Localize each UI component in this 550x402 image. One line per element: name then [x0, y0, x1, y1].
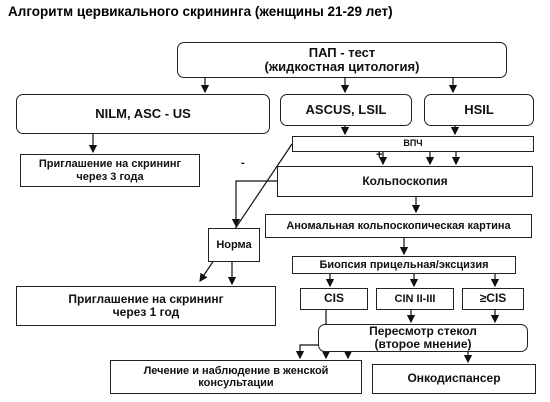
- nilm-label: NILM, ASC - US: [95, 105, 191, 121]
- colposcopy-label: Кольпоскопия: [362, 173, 448, 188]
- treatment-box: Лечение и наблюдение в женской консульта…: [110, 360, 362, 394]
- hsil-label: HSIL: [464, 101, 494, 117]
- pap-test-line1: ПАП - тест: [308, 44, 376, 60]
- vpch-label: ВПЧ: [403, 138, 423, 149]
- invite-1-line2: через 1 год: [112, 305, 180, 319]
- invite-3-years-box: Приглашение на скрининг через 3 года: [20, 154, 200, 187]
- biopsy-label: Биопсия прицельная/эксцизия: [319, 258, 489, 271]
- cis-label: CIS: [323, 291, 344, 306]
- arrow-review-treat: [295, 344, 318, 360]
- pap-test-line2: (жидкостная цитология): [264, 59, 420, 74]
- colposcopy-box: Кольпоскопия: [277, 166, 533, 197]
- anomal-box: Аномальная кольпоскопическая картина: [265, 214, 532, 238]
- review-box: Пересмотр стекол (второе мнение): [318, 324, 528, 352]
- cis-box: CIS: [300, 288, 368, 310]
- ascus-lsil-label: ASCUS, LSIL: [305, 101, 387, 117]
- arrow-colpo-norma: [231, 180, 277, 228]
- gecis-box: ≥CIS: [462, 288, 524, 310]
- onco-label: Онкодиспансер: [407, 371, 501, 386]
- cin-label: CIN II-III: [394, 292, 436, 305]
- nilm-box: NILM, ASC - US: [16, 94, 270, 134]
- review-line1: Пересмотр стекол: [369, 323, 477, 338]
- norma-label: Норма: [216, 238, 252, 251]
- invite-1-line1: Приглашение на скрининг: [68, 291, 224, 306]
- pap-test-box: ПАП - тест (жидкостная цитология): [177, 42, 507, 78]
- invite-1-year-box: Приглашение на скрининг через 1 год: [16, 286, 276, 326]
- invite-3-line1: Приглашение на скрининг: [38, 158, 182, 171]
- invite-3-line2: через 3 года: [76, 170, 144, 183]
- vpch-box: ВПЧ: [292, 136, 534, 152]
- treatment-line1: Лечение и наблюдение в женской: [143, 364, 329, 377]
- cin-box: CIN II-III: [376, 288, 454, 310]
- gecis-label: ≥CIS: [479, 291, 507, 306]
- ascus-lsil-box: ASCUS, LSIL: [280, 94, 412, 126]
- biopsy-box: Биопсия прицельная/эксцизия: [292, 256, 516, 274]
- review-line2: (второе мнение): [374, 337, 472, 351]
- anomal-label: Аномальная кольпоскопическая картина: [286, 219, 511, 232]
- norma-box: Норма: [208, 228, 260, 262]
- page-title: Алгоритм цервикального скрининга (женщин…: [8, 4, 393, 19]
- treatment-line2: консультации: [198, 377, 274, 389]
- plus-sign: +: [376, 149, 383, 161]
- hsil-box: HSIL: [424, 94, 534, 126]
- minus-sign: -: [241, 157, 245, 169]
- onco-box: Онкодиспансер: [372, 364, 536, 394]
